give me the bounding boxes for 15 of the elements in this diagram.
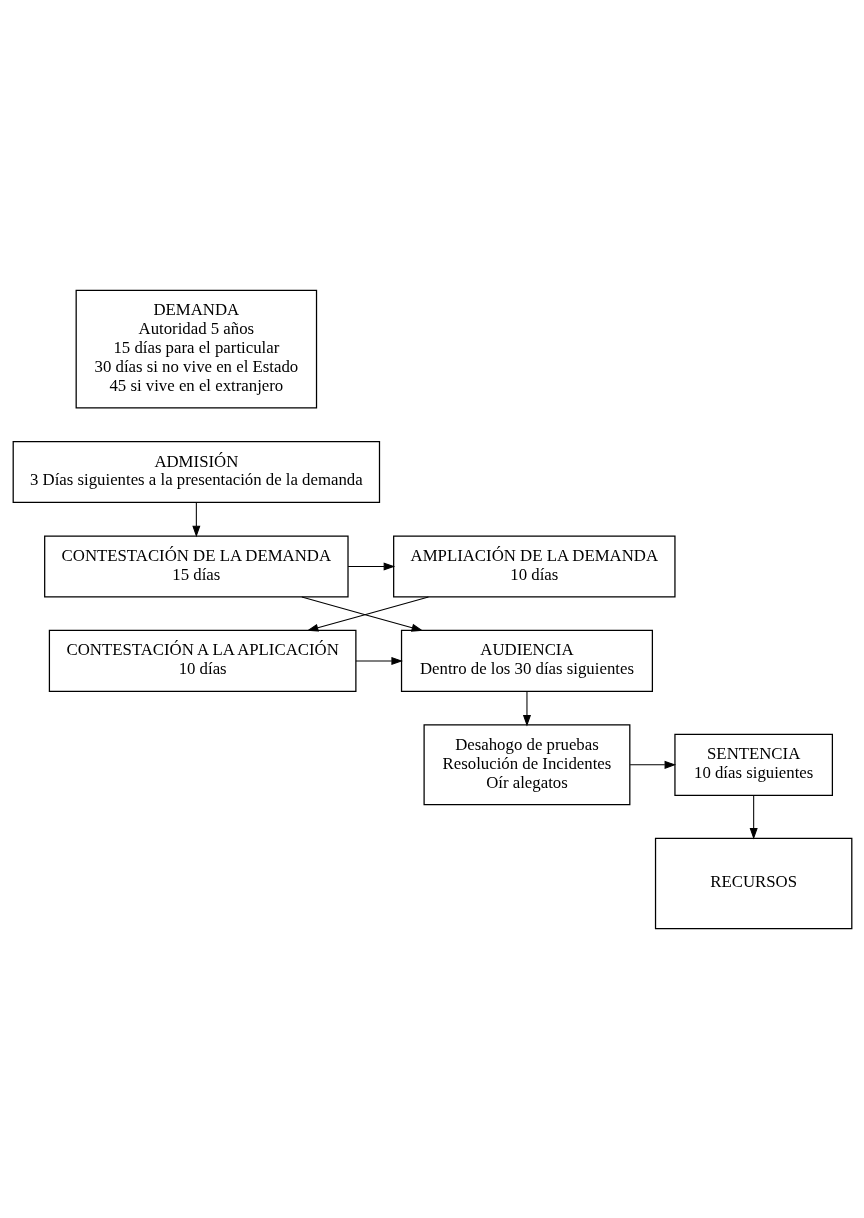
node-box: AMPLIACIÓN DE LA DEMANDA 10 días bbox=[392, 534, 676, 598]
node-box: DEMANDA Autoridad 5 años 15 días para el particular 30 días si no vive en el Estado 45 si vive en el extranjero bbox=[75, 289, 317, 409]
arrow bbox=[749, 794, 758, 840]
arrow bbox=[354, 656, 403, 665]
node-box: Desahogo de pruebas Resolución de Incidentes Oír alegatos bbox=[422, 723, 630, 805]
arrow bbox=[347, 561, 395, 570]
node-box: CONTESTACIÓN DE LA DEMANDA 15 días bbox=[43, 534, 349, 598]
node-box: CONTESTACIÓN A LA APLICACIÓN 10 días bbox=[48, 629, 356, 692]
arrow bbox=[522, 690, 531, 726]
arrow bbox=[629, 760, 676, 769]
arrow bbox=[191, 501, 200, 537]
node-box: AUDIENCIA Dentro de los 30 días siguientes bbox=[400, 629, 653, 692]
node-box: RECURSOS bbox=[654, 837, 852, 929]
node-box: ADMISIÓN 3 Días siguientes a la presentación de la demanda bbox=[12, 440, 380, 503]
node-box: SENTENCIA 10 días siguientes bbox=[673, 733, 833, 796]
